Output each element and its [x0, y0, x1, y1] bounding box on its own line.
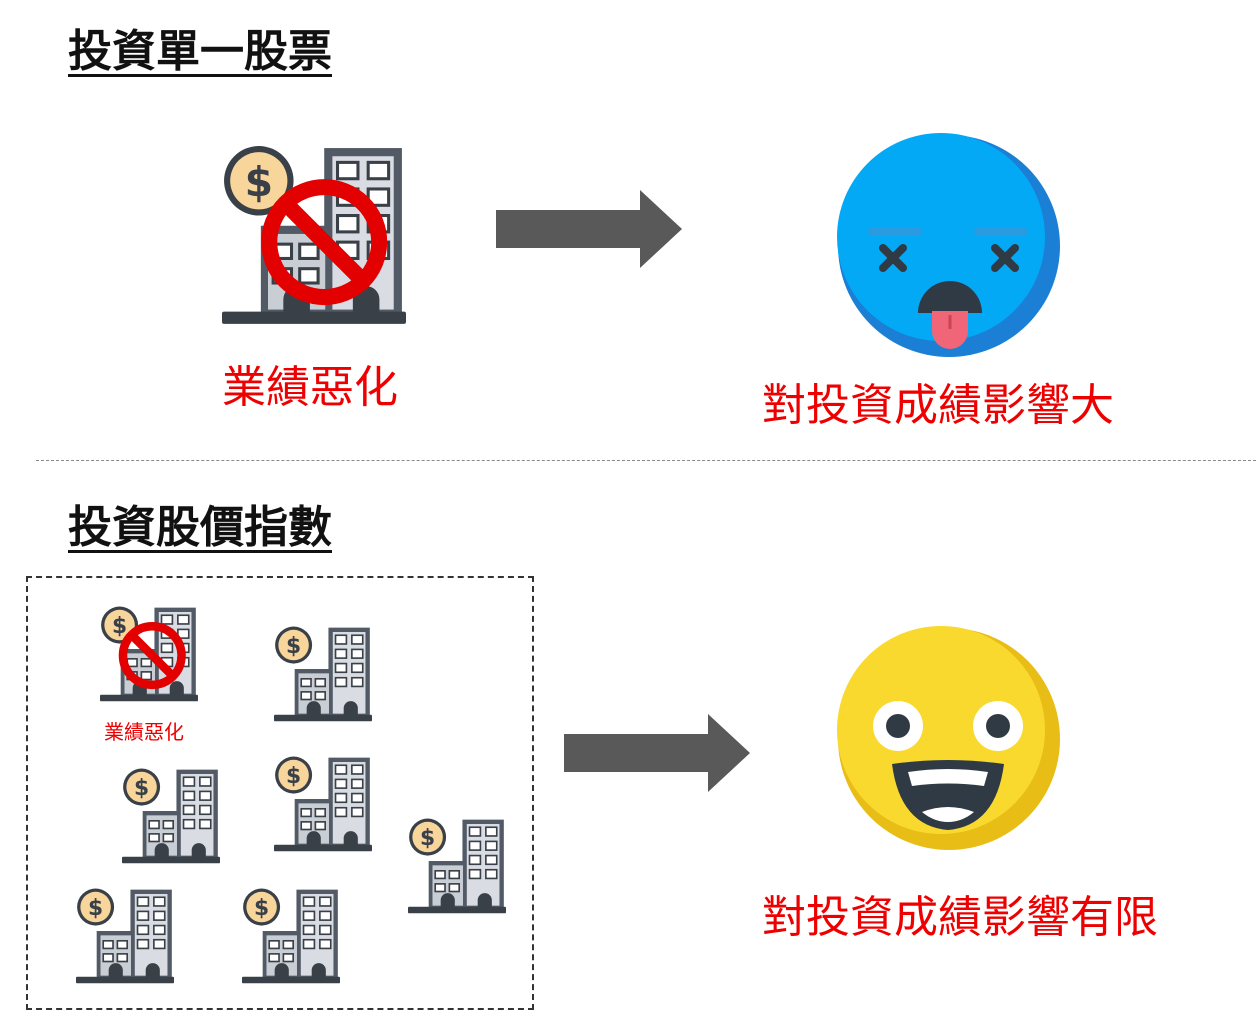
large-impact-label: 對投資成績影響大: [762, 380, 1114, 431]
building-icon: [241, 887, 341, 985]
dizzy-face-icon: [837, 133, 1060, 357]
limited-impact-label: 對投資成績影響有限: [762, 892, 1158, 943]
building-underperforming-icon: [220, 144, 408, 326]
building-underperforming-icon: [99, 605, 199, 703]
heading-index-investing: 投資股價指數: [68, 502, 332, 553]
underperforming-small-label: 業績惡化: [104, 720, 184, 744]
index-portfolio-box: [26, 576, 534, 1010]
right-arrow-icon: [496, 190, 682, 268]
building-icon: [75, 887, 175, 985]
underperforming-label: 業績惡化: [222, 362, 398, 413]
building-icon: [407, 817, 507, 915]
right-arrow-icon: [564, 714, 750, 792]
building-icon: [273, 755, 373, 853]
building-icon: [121, 767, 221, 865]
heading-single-stock: 投資單一股票: [68, 26, 332, 77]
laughing-face-icon: [837, 626, 1060, 850]
building-icon: [273, 625, 373, 723]
section-divider: [36, 460, 1256, 461]
